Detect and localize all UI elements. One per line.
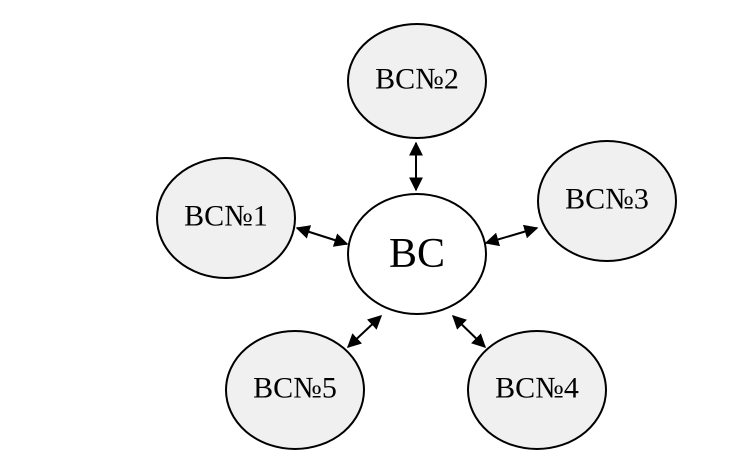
node-vsn3-ellipse bbox=[537, 140, 677, 262]
node-vsn4-label: ВС№4 bbox=[495, 372, 579, 405]
node-vsn1: ВС№1 bbox=[156, 157, 296, 279]
node-vsn2: ВС№2 bbox=[347, 23, 487, 139]
node-vsn5-ellipse bbox=[225, 330, 365, 450]
node-vsn4-ellipse bbox=[467, 330, 607, 450]
node-vsn2-ellipse bbox=[347, 23, 487, 139]
node-vsn4: ВС№4 bbox=[467, 330, 607, 450]
node-vsn1-label: ВС№1 bbox=[184, 200, 268, 233]
node-vsn5-label: ВС№5 bbox=[253, 372, 337, 405]
link-center-vsn5 bbox=[346, 315, 383, 348]
link-center-vsn3 bbox=[484, 224, 539, 247]
node-vsn3: ВС№3 bbox=[537, 140, 677, 262]
node-vsn3-label: ВС№3 bbox=[565, 183, 649, 216]
node-center: ВС bbox=[347, 193, 487, 315]
node-vsn5: ВС№5 bbox=[225, 330, 365, 450]
link-center-vsn1 bbox=[295, 225, 349, 247]
link-center-vsn4 bbox=[451, 315, 487, 348]
node-vsn2-label: ВС№2 bbox=[375, 63, 459, 96]
node-vsn1-ellipse bbox=[156, 157, 296, 279]
node-center-label: ВС bbox=[389, 231, 445, 277]
node-center-ellipse bbox=[347, 193, 487, 315]
